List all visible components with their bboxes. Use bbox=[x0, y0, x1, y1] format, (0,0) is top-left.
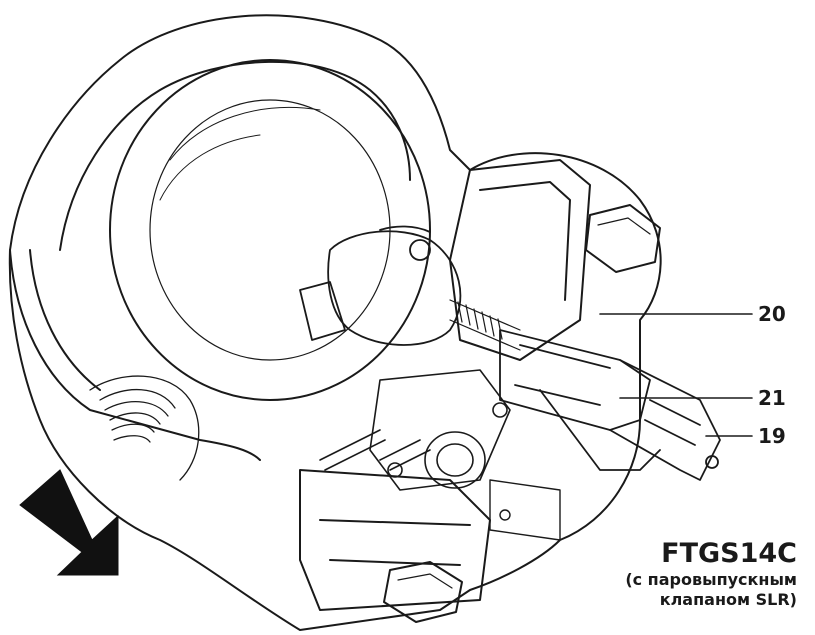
subtitle-line-1: (с паровыпускным bbox=[625, 570, 797, 589]
callout-label-19: 19 bbox=[758, 424, 786, 448]
valve-seat-internals bbox=[319, 369, 511, 491]
bottom-hex-bolt bbox=[383, 561, 463, 623]
float-lever-mechanism bbox=[299, 225, 462, 346]
trap-body-outline bbox=[8, 14, 662, 631]
body-inner-rim bbox=[59, 60, 411, 251]
right-cover bbox=[449, 159, 591, 361]
slr-valve-assembly bbox=[499, 329, 721, 481]
subtitle-line-2: клапаном SLR) bbox=[659, 590, 797, 609]
float-ball bbox=[109, 59, 431, 401]
nameplate bbox=[489, 479, 561, 541]
model-title: FTGS14C bbox=[661, 538, 797, 569]
bottom-cover bbox=[299, 469, 491, 611]
flow-direction-arrow-icon bbox=[19, 469, 119, 576]
threaded-inlet bbox=[89, 375, 200, 481]
float-ball-inner bbox=[149, 99, 391, 361]
callout-label-20: 20 bbox=[758, 302, 786, 326]
spindle-thread bbox=[449, 299, 521, 351]
callout-label-21: 21 bbox=[758, 386, 786, 410]
float-ball-shading bbox=[169, 107, 321, 161]
front-flange bbox=[9, 249, 261, 461]
title-block: FTGS14C (с паровыпускным клапаном SLR) bbox=[625, 538, 797, 610]
